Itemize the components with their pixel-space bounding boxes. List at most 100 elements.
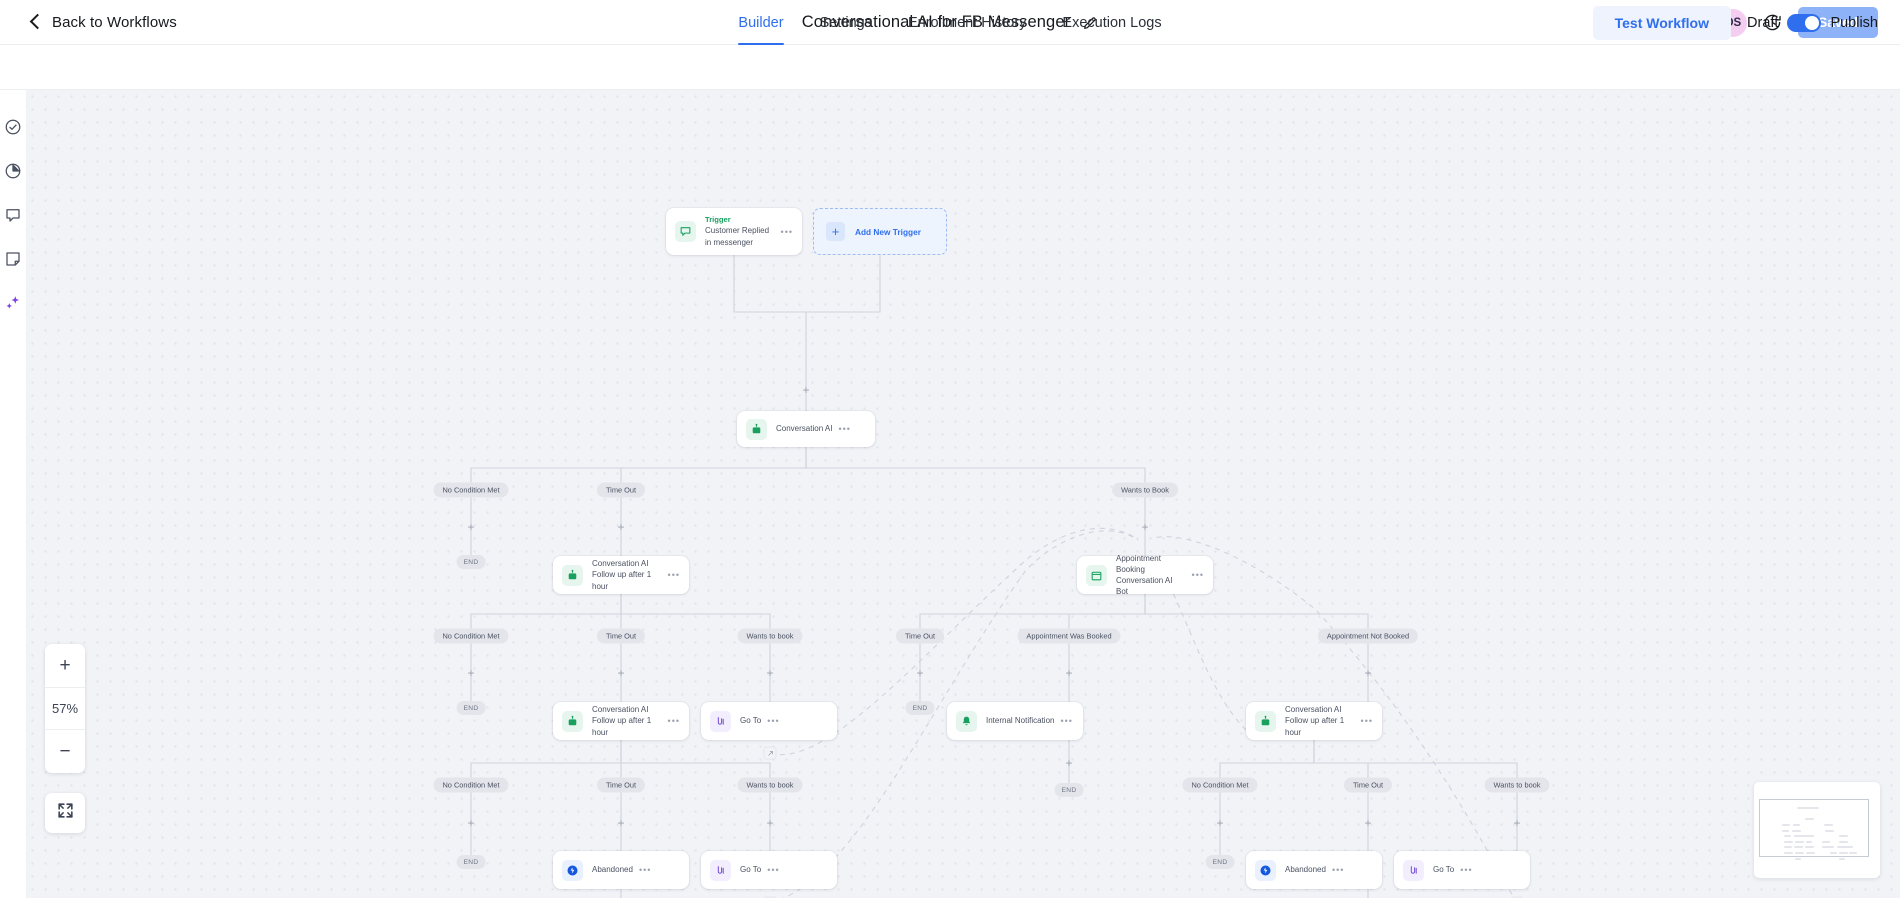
branch-label[interactable]: Time Out xyxy=(596,482,646,498)
fit-to-screen-button[interactable] xyxy=(45,793,85,833)
node-appointment-booking[interactable]: Appointment Booking Conversation AI Bot … xyxy=(1077,554,1213,596)
pie-chart-icon[interactable] xyxy=(4,162,22,180)
branch-label[interactable]: Wants to book xyxy=(737,777,803,793)
node-trigger[interactable]: Trigger Customer Replied in messenger ••… xyxy=(666,208,802,255)
add-step-button[interactable]: + xyxy=(766,816,774,830)
add-step-button[interactable]: + xyxy=(1065,666,1073,680)
node-menu-icon[interactable]: ••• xyxy=(767,865,780,875)
node-menu-icon[interactable]: ••• xyxy=(1460,865,1473,875)
node-conversation-ai-label: Conversation AI xyxy=(776,424,833,434)
add-step-button[interactable]: + xyxy=(467,816,475,830)
end-node[interactable]: END xyxy=(456,855,486,869)
node-conversation-ai-followup-1[interactable]: Conversation AI Follow up after 1 hour •… xyxy=(553,556,689,594)
node-conversation-ai[interactable]: Conversation AI ••• xyxy=(737,411,875,447)
zoom-in-button[interactable]: + xyxy=(59,654,71,676)
workflow-canvas[interactable]: Trigger Customer Replied in messenger ••… xyxy=(26,90,1900,898)
node-trigger-title: Trigger xyxy=(705,215,731,225)
minimap[interactable] xyxy=(1754,782,1880,878)
node-conversation-ai-followup-3[interactable]: Conversation AI Follow up after 1 hour •… xyxy=(1246,702,1382,740)
minimap-node xyxy=(1794,846,1803,849)
add-step-button[interactable]: + xyxy=(916,666,924,680)
add-step-button[interactable]: + xyxy=(1513,816,1521,830)
add-step-button[interactable]: + xyxy=(1065,756,1073,770)
branch-label[interactable]: Wants to book xyxy=(737,628,803,644)
goto-link-badge[interactable] xyxy=(763,746,777,760)
node-go-to-2[interactable]: Go To ••• xyxy=(701,851,837,889)
tab-settings[interactable]: Settings xyxy=(819,14,872,31)
add-step-button[interactable]: + xyxy=(617,666,625,680)
node-menu-icon[interactable]: ••• xyxy=(667,716,680,726)
zoom-out-button[interactable]: − xyxy=(59,740,71,762)
node-internal-notification[interactable]: Internal Notification ••• xyxy=(947,702,1083,740)
minimap-node xyxy=(1782,830,1789,833)
minimap-node xyxy=(1794,835,1814,838)
node-abandoned-1[interactable]: Abandoned ••• xyxy=(553,851,689,889)
end-node[interactable]: END xyxy=(456,555,486,569)
node-menu-icon[interactable]: ••• xyxy=(767,716,780,726)
branch-label[interactable]: Wants to book xyxy=(1484,777,1550,793)
add-step-button[interactable]: + xyxy=(467,520,475,534)
comment-icon[interactable] xyxy=(4,206,22,224)
goto-link-badge[interactable] xyxy=(1510,896,1524,898)
tab-bar xyxy=(0,45,1900,90)
node-abandoned-2[interactable]: Abandoned ••• xyxy=(1246,851,1382,889)
test-workflow-button[interactable]: Test Workflow xyxy=(1592,5,1732,40)
tab-bar-actions: Test Workflow Draft Publish xyxy=(1592,0,1878,45)
node-menu-icon[interactable]: ••• xyxy=(1060,716,1073,726)
branch-label[interactable]: No Condition Met xyxy=(433,482,509,498)
branch-label[interactable]: Time Out xyxy=(596,628,646,644)
branch-label[interactable]: Appointment Was Booked xyxy=(1017,628,1121,644)
add-step-button[interactable]: + xyxy=(467,666,475,680)
goto-link-badge[interactable] xyxy=(763,896,777,898)
end-node[interactable]: END xyxy=(905,701,935,715)
branch-label[interactable]: Time Out xyxy=(1343,777,1393,793)
branch-label[interactable]: Appointment Not Booked xyxy=(1317,628,1419,644)
add-step-button[interactable]: + xyxy=(1364,666,1372,680)
publish-toggle[interactable] xyxy=(1787,13,1822,32)
tab-enrollment-history[interactable]: Enrollment History xyxy=(907,14,1027,31)
ai-sparkle-icon[interactable] xyxy=(4,294,22,312)
add-step-button[interactable]: + xyxy=(1141,520,1149,534)
pencil-icon[interactable] xyxy=(1082,15,1098,31)
node-menu-icon[interactable]: ••• xyxy=(638,865,652,875)
back-to-workflows-button[interactable]: Back to Workflows xyxy=(28,14,177,31)
note-icon[interactable] xyxy=(4,250,22,268)
branch-label[interactable]: Time Out xyxy=(596,777,646,793)
node-menu-icon[interactable]: ••• xyxy=(667,570,680,580)
node-menu-icon[interactable]: ••• xyxy=(1191,570,1204,580)
add-step-button[interactable]: + xyxy=(1216,816,1224,830)
add-step-button[interactable]: + xyxy=(766,666,774,680)
tab-execution-logs[interactable]: Execution Logs xyxy=(1062,14,1162,31)
check-circle-icon[interactable] xyxy=(4,118,22,136)
node-label: Conversation AI Follow up after 1 hour xyxy=(592,705,652,737)
node-conversation-ai-followup-2[interactable]: Conversation AI Follow up after 1 hour •… xyxy=(553,702,689,740)
branch-label[interactable]: Wants to Book xyxy=(1112,482,1178,498)
chat-bubble-icon xyxy=(675,221,696,242)
node-menu-icon[interactable]: ••• xyxy=(838,424,851,434)
minimap-node xyxy=(1839,858,1845,861)
add-step-button[interactable]: + xyxy=(1364,816,1372,830)
branch-label[interactable]: No Condition Met xyxy=(1182,777,1258,793)
abandoned-icon xyxy=(1255,859,1276,881)
branch-label[interactable]: Time Out xyxy=(895,628,945,644)
robot-icon xyxy=(1255,710,1276,732)
node-menu-icon[interactable]: ••• xyxy=(1360,716,1373,726)
end-node[interactable]: END xyxy=(1054,783,1084,797)
plus-icon: + xyxy=(826,222,845,241)
clock-history-icon[interactable] xyxy=(1763,13,1782,32)
branch-label[interactable]: No Condition Met xyxy=(433,777,509,793)
node-menu-icon[interactable]: ••• xyxy=(780,226,793,237)
add-step-button[interactable]: + xyxy=(802,383,810,397)
end-node[interactable]: END xyxy=(1205,855,1235,869)
tab-builder[interactable]: Builder xyxy=(738,0,784,45)
robot-icon xyxy=(562,564,583,586)
add-step-button[interactable]: + xyxy=(617,520,625,534)
node-go-to-3[interactable]: Go To ••• xyxy=(1394,851,1530,889)
node-go-to-1[interactable]: Go To ••• xyxy=(701,702,837,740)
branch-label[interactable]: No Condition Met xyxy=(433,628,509,644)
node-menu-icon[interactable]: ••• xyxy=(1331,865,1345,875)
add-new-trigger-button[interactable]: + Add New Trigger xyxy=(813,208,947,255)
add-step-button[interactable]: + xyxy=(617,816,625,830)
end-node[interactable]: END xyxy=(456,701,486,715)
publish-toggle-group: Draft Publish xyxy=(1747,13,1878,32)
